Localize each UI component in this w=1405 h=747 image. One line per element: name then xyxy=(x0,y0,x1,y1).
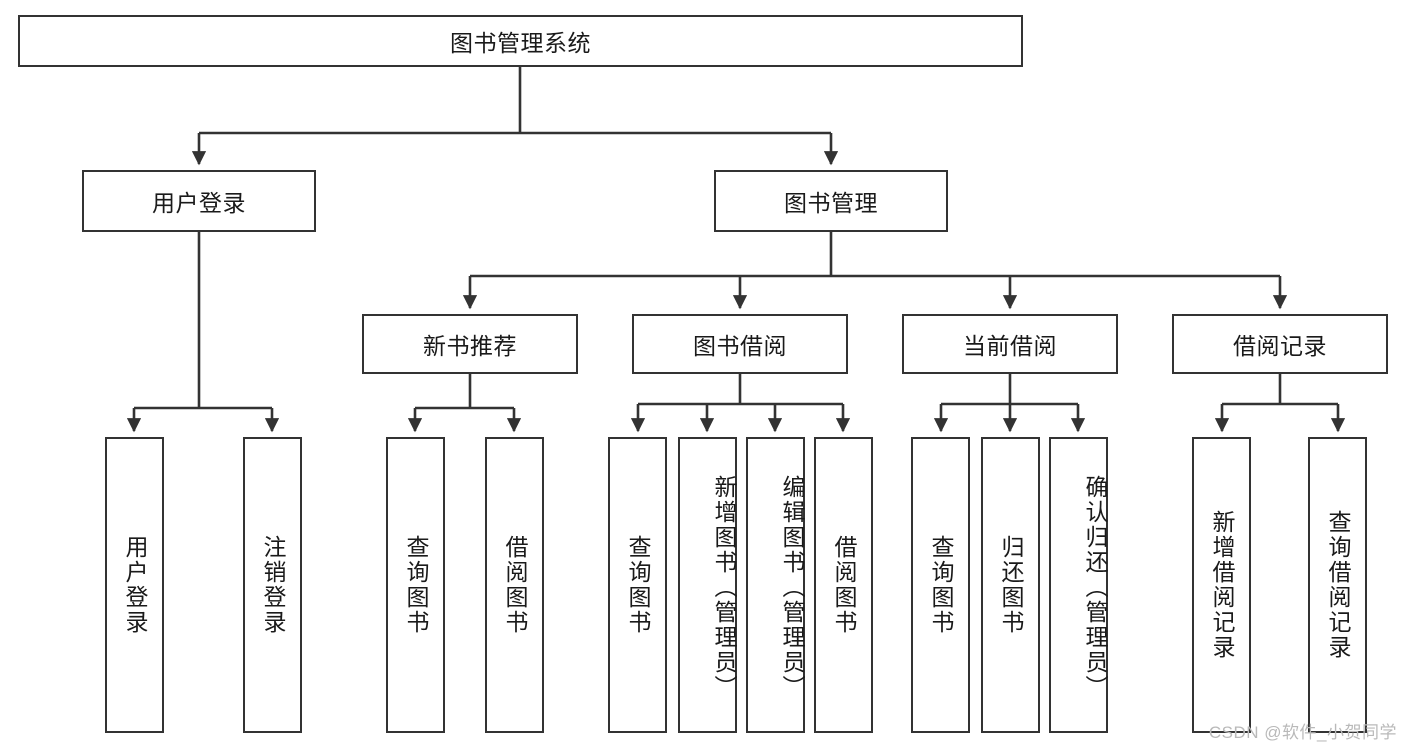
node-label: 新增借阅记录 xyxy=(1209,510,1235,660)
leaf-borrow-book-recommendation[interactable]: 借阅图书 xyxy=(485,437,544,733)
leaf-query-book-recommendation[interactable]: 查询图书 xyxy=(386,437,445,733)
node-label: 确认归还（管理员） xyxy=(1082,474,1108,700)
node-user-login[interactable]: 用户登录 xyxy=(82,170,316,232)
leaf-user-login[interactable]: 用户登录 xyxy=(105,437,164,733)
node-label: 借阅图书 xyxy=(831,535,857,635)
node-book-borrow[interactable]: 图书借阅 xyxy=(632,314,848,374)
node-label: 查询图书 xyxy=(928,535,954,635)
leaf-query-borrow-record[interactable]: 查询借阅记录 xyxy=(1308,437,1367,733)
node-label: 借阅记录 xyxy=(1233,333,1327,359)
node-current-borrow[interactable]: 当前借阅 xyxy=(902,314,1118,374)
node-label: 图书管理 xyxy=(784,190,878,216)
node-book-management[interactable]: 图书管理 xyxy=(714,170,948,232)
leaf-edit-book-admin[interactable]: 编辑图书（管理员） xyxy=(746,437,805,733)
node-label: 归还图书 xyxy=(998,535,1024,635)
node-root-book-management-system[interactable]: 图书管理系统 xyxy=(18,15,1023,67)
node-borrow-record[interactable]: 借阅记录 xyxy=(1172,314,1388,374)
node-label: 新书推荐 xyxy=(423,333,517,359)
leaf-borrow-book[interactable]: 借阅图书 xyxy=(814,437,873,733)
node-label: 查询图书 xyxy=(625,535,651,635)
leaf-add-book-admin[interactable]: 新增图书（管理员） xyxy=(678,437,737,733)
node-label: 用户登录 xyxy=(122,535,148,635)
csdn-watermark: CSDN @软件_小贺同学 xyxy=(1208,723,1397,742)
leaf-return-book[interactable]: 归还图书 xyxy=(981,437,1040,733)
node-label: 用户登录 xyxy=(152,190,246,216)
node-label: 查询借阅记录 xyxy=(1325,510,1351,660)
node-label: 注销登录 xyxy=(260,535,286,635)
leaf-query-book-borrow[interactable]: 查询图书 xyxy=(608,437,667,733)
node-label: 编辑图书（管理员） xyxy=(779,474,805,700)
leaf-query-book-current[interactable]: 查询图书 xyxy=(911,437,970,733)
node-label: 图书管理系统 xyxy=(450,30,591,56)
node-label: 图书借阅 xyxy=(693,333,787,359)
leaf-confirm-return-admin[interactable]: 确认归还（管理员） xyxy=(1049,437,1108,733)
node-label: 新增图书（管理员） xyxy=(711,474,737,700)
leaf-user-logout[interactable]: 注销登录 xyxy=(243,437,302,733)
node-new-book-recommendation[interactable]: 新书推荐 xyxy=(362,314,578,374)
leaf-add-borrow-record[interactable]: 新增借阅记录 xyxy=(1192,437,1251,733)
node-label: 查询图书 xyxy=(403,535,429,635)
node-label: 借阅图书 xyxy=(502,535,528,635)
node-label: 当前借阅 xyxy=(963,333,1057,359)
